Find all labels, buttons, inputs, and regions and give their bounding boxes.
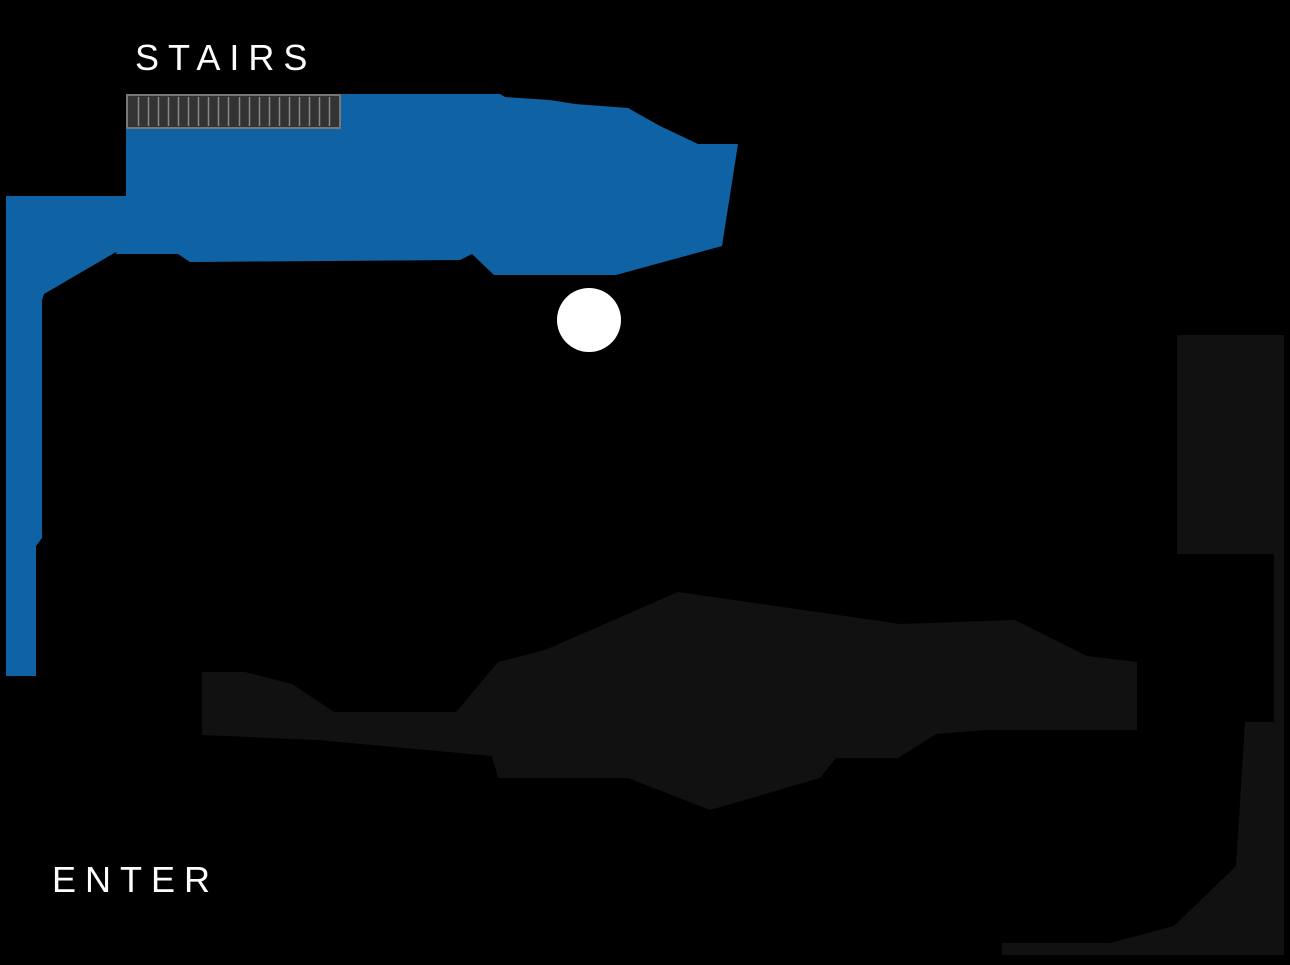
stairs-label: STAIRS: [135, 37, 317, 78]
unexplored-area: [202, 335, 1284, 955]
stairs: [126, 94, 341, 129]
enter-label: ENTER: [52, 859, 220, 900]
unexplored-east-tower: [1002, 335, 1284, 955]
stairs-steps: [137, 97, 331, 126]
explored-left-corridor: [6, 196, 126, 676]
unexplored-central-hall: [202, 592, 1137, 810]
explored-upper-room: [116, 94, 738, 275]
stairs-base: [126, 94, 341, 129]
player-marker: [557, 288, 621, 352]
explored-area: [6, 94, 738, 676]
